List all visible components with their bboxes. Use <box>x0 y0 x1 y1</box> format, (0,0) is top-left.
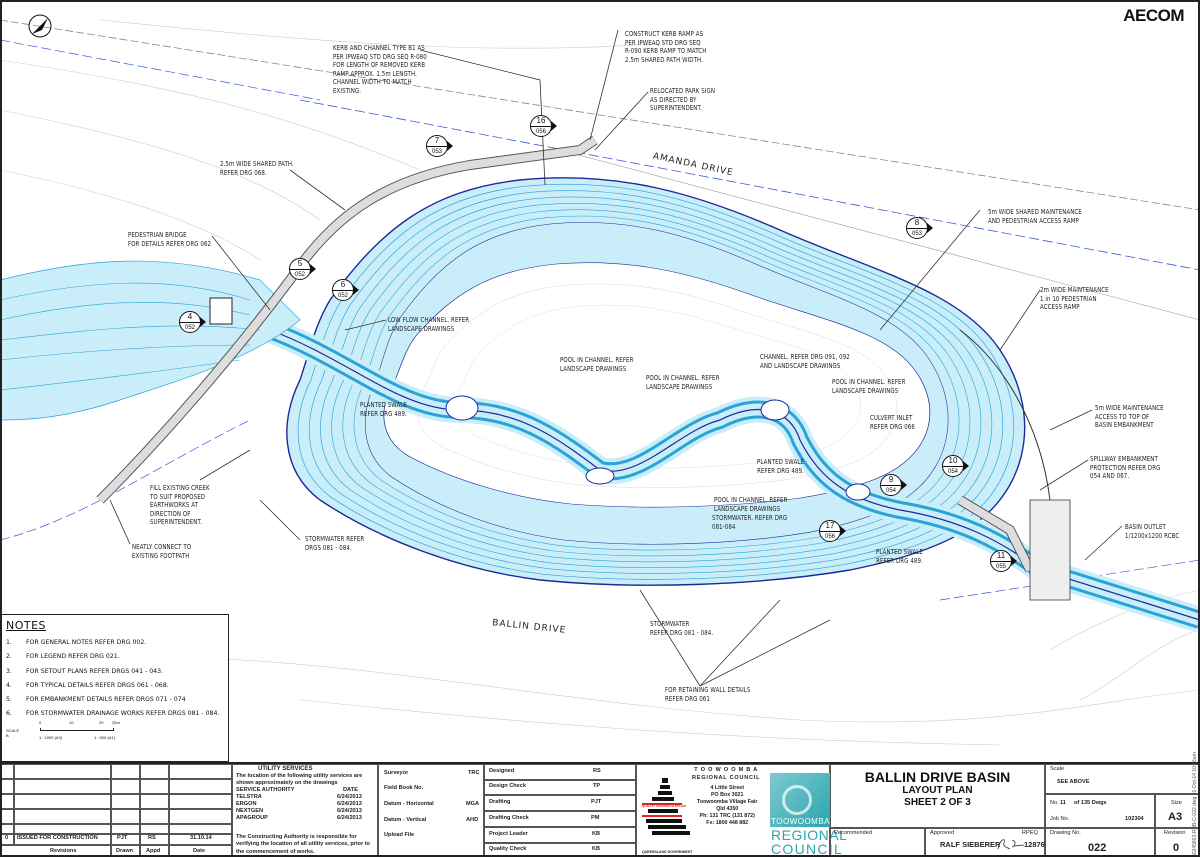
utility-title: UTILITY SERVICES <box>258 766 313 772</box>
appd-header: Appd <box>146 848 161 854</box>
annotation: BASIN OUTLET 1/1200x1200 RCBC <box>1125 523 1180 540</box>
annotation: PLANTED SWALE REFER DRG 489. <box>757 458 804 475</box>
title-block: 0 ISSUED FOR CONSTRUCTION PJT RS 31.10.1… <box>0 762 1200 857</box>
revision-appd: RS <box>148 835 156 841</box>
site-plan-svg <box>0 14 1200 746</box>
existing-contours <box>0 19 1200 746</box>
qld-gov-stack-logo <box>642 778 690 835</box>
annotation: LOW FLOW CHANNEL. REFER LANDSCAPE DRAWIN… <box>388 316 470 333</box>
sheet-label: SHEET 2 OF 3 <box>904 797 971 808</box>
note-item: 3.FOR SETOUT PLANS REFER DRGS 041 - 043. <box>6 667 163 675</box>
layout-plan-drawing <box>0 14 1200 746</box>
shared-path <box>96 135 1071 601</box>
aecom-logo: AECOM <box>1123 6 1184 25</box>
annotation: SPILLWAY EMBANKMENT PROTECTION REFER DRG… <box>1090 455 1161 481</box>
sheet-size: A3 <box>1168 811 1183 823</box>
council-name: T O O W O O M B A REGIONAL COUNCIL <box>692 767 761 781</box>
annotation: PLANTED SWALE REFER DRG 489. <box>876 548 923 565</box>
annotation: CULVERT INLET REFER DRG 066 <box>870 414 915 431</box>
drawing-title: BALLIN DRIVE BASIN <box>864 769 1011 785</box>
annotation: STORMWATER REFER DRG 081 - 084. <box>650 620 714 637</box>
revision-number: 0 <box>5 835 9 841</box>
utility-intro: The location of the following utility se… <box>236 773 363 786</box>
revision-number-box: 0 <box>1173 842 1180 854</box>
note-item: 4.FOR TYPICAL DETAILS REFER DRGS 061 - 0… <box>6 681 169 689</box>
annotation: STORMWATER. REFER DRG 081-084 <box>712 514 788 531</box>
notes-title: NOTES <box>6 619 47 632</box>
annotation: POOL IN CHANNEL. REFER LANDSCAPE DRAWING… <box>714 496 788 513</box>
annotation: 5m WIDE MAINTENANCE ACCESS TO TOP OF BAS… <box>1095 404 1164 430</box>
annotation: POOL IN CHANNEL. REFER LANDSCAPE DRAWING… <box>560 356 634 373</box>
north-arrow-icon <box>28 14 52 38</box>
note-item: 1.FOR GENERAL NOTES REFER DRG 002. <box>6 639 147 647</box>
date-header: Date <box>193 848 206 854</box>
annotation: 5m WIDE SHARED MAINTENANCE AND PEDESTRIA… <box>988 208 1082 225</box>
approved-by: RALF SIEBERER <box>940 840 1001 849</box>
annotation: FILL EXISTING CREEK TO SUIT PROPOSED EAR… <box>150 484 210 527</box>
annotation: FOR RETAINING WALL DETAILS REFER DRG 061 <box>665 686 751 703</box>
revision-date: 31.10.14 <box>190 835 212 841</box>
council-logo-mark: TOOWOOMBA <box>770 773 830 827</box>
note-item: 6.FOR STORMWATER DRAINAGE WORKS REFER DR… <box>6 710 220 718</box>
revisions-header: Revisions <box>50 848 77 854</box>
annotation: POOL IN CHANNEL. REFER LANDSCAPE DRAWING… <box>832 378 906 395</box>
utility-footer: The Constructing Authority is responsibl… <box>236 834 370 855</box>
annotation: STORMWATER REFER DRGS 081 - 084. <box>305 535 365 552</box>
annotation: PEDESTRIAN BRIDGE FOR DETAILS REFER DRG … <box>128 231 212 248</box>
annotation: POOL IN CHANNEL. REFER LANDSCAPE DRAWING… <box>646 374 720 391</box>
note-item: 2.FOR LEGEND REFER DRG 021. <box>6 653 120 661</box>
amanda-drive-road <box>0 19 1200 321</box>
annotation: NEATLY CONNECT TO EXISTING FOOTPATH <box>132 543 192 560</box>
drawing-subtitle: LAYOUT PLAN <box>902 785 973 796</box>
annotation: CONSTRUCT KERB RAMP AS PER IPWEAQ STD DR… <box>625 30 707 64</box>
pools <box>445 395 871 501</box>
revision-description: ISSUED FOR CONSTRUCTION <box>17 835 98 841</box>
annotation: PLANTED SWALE REFER DRG 489. <box>360 401 407 418</box>
council-address: 4 Little Street PO Box 3021 Toowoomba Vi… <box>697 785 758 826</box>
annotation: CHANNEL. REFER DRG 091, 092 AND LANDSCAP… <box>760 353 850 370</box>
note-item: 5.FOR EMBANKMENT DETAILS REFER DRGS 071 … <box>6 695 186 703</box>
revision-drawn: PJT <box>117 835 128 841</box>
annotation: 2m WIDE MAINTENANCE 1 in 10 PEDESTRIAN A… <box>1040 286 1109 312</box>
drawing-number: 022 <box>1088 842 1107 854</box>
annotation: 2.5m WIDE SHARED PATH. REFER DRG 068. <box>220 160 294 177</box>
annotation: RELOCATED PARK SIGN AS DIRECTED BY SUPER… <box>650 87 716 113</box>
bridge-abutment <box>209 297 233 325</box>
annotation: KERB AND CHANNEL TYPE B1 AS PER IPWEAQ S… <box>333 44 427 95</box>
leader-lines <box>109 29 1123 687</box>
signature <box>997 839 1025 850</box>
drawn-header: Drawn <box>116 848 134 854</box>
notes-panel: NOTES 1.FOR GENERAL NOTES REFER DRG 002.… <box>0 614 229 762</box>
